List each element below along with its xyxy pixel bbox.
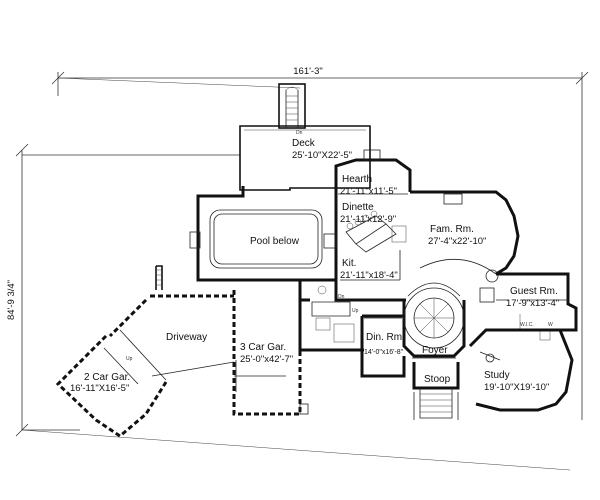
study-wing	[468, 328, 574, 412]
guest-room-size: 17'-9"x13'-4"	[506, 298, 559, 309]
kitchen-name: Kit.	[342, 258, 356, 269]
rear-stair-dn: Dn	[296, 130, 303, 136]
overall-width-label: 161'-3"	[293, 66, 322, 77]
family-room-wing	[410, 190, 520, 283]
hearth-name: Hearth	[342, 174, 372, 185]
family-room-size: 27'-4"x22'-10"	[428, 236, 486, 247]
two-car-garage: Up	[55, 334, 168, 438]
deck-size: 25'-10"X22'-5"	[292, 150, 352, 161]
overall-width-dimension: 161'-3"	[51, 66, 589, 420]
garage2-name: 2 Car Gar.	[84, 372, 130, 383]
deck-area	[239, 125, 371, 191]
service-up-label: Up	[352, 308, 359, 314]
entry-stoop	[412, 362, 460, 420]
garage2-size: 16'-11"X16'-5"	[70, 383, 129, 394]
kitchen-wing	[334, 149, 412, 302]
dinette-name: Dinette	[342, 202, 374, 213]
study-size: 19'-10"X19'-10"	[484, 382, 549, 393]
guest-room-name: Guest Rm.	[510, 286, 558, 297]
garage3-name: 3 Car Gar.	[240, 342, 286, 353]
driveway-zone	[108, 265, 286, 381]
kitchen-size: 21'-11"x18'-4"	[340, 270, 398, 281]
stoop-label: Stoop	[424, 374, 451, 385]
garage2-up-label: Up	[126, 356, 133, 362]
foyer-wing	[402, 282, 466, 359]
family-room-name: Fam. Rm.	[430, 224, 474, 235]
service-zone: Up Dn	[298, 280, 364, 352]
dinette-size: 21'-11'x12'-9"	[340, 214, 396, 225]
dining-room-wing	[360, 314, 406, 378]
guest-room-wing: W.I.C. W	[479, 272, 578, 341]
hearth-size: 21'-11"x11'-5"	[340, 186, 397, 197]
overall-depth-label: 84'-9 3/4"	[6, 280, 17, 320]
rear-stair: Dn	[278, 83, 306, 136]
dining-room-size: 14'-0"x16'-8"	[364, 349, 404, 356]
deck-name: Deck	[292, 138, 316, 149]
dining-room-name: Din. Rm.	[366, 332, 405, 343]
service-dn-label: Dn	[338, 294, 345, 300]
garage3-size: 25'-0"x42'-7"	[240, 354, 293, 365]
pool-label: Pool below	[250, 236, 300, 247]
overall-depth-dimension: 84'-9 3/4"	[6, 143, 571, 471]
guest-w-label: W	[548, 322, 553, 328]
foyer-label: Foyer	[422, 345, 448, 356]
study-name: Study	[484, 370, 510, 381]
guest-wic-label: W.I.C.	[520, 322, 534, 328]
pool-wing	[189, 186, 338, 282]
driveway-label: Driveway	[166, 332, 207, 343]
